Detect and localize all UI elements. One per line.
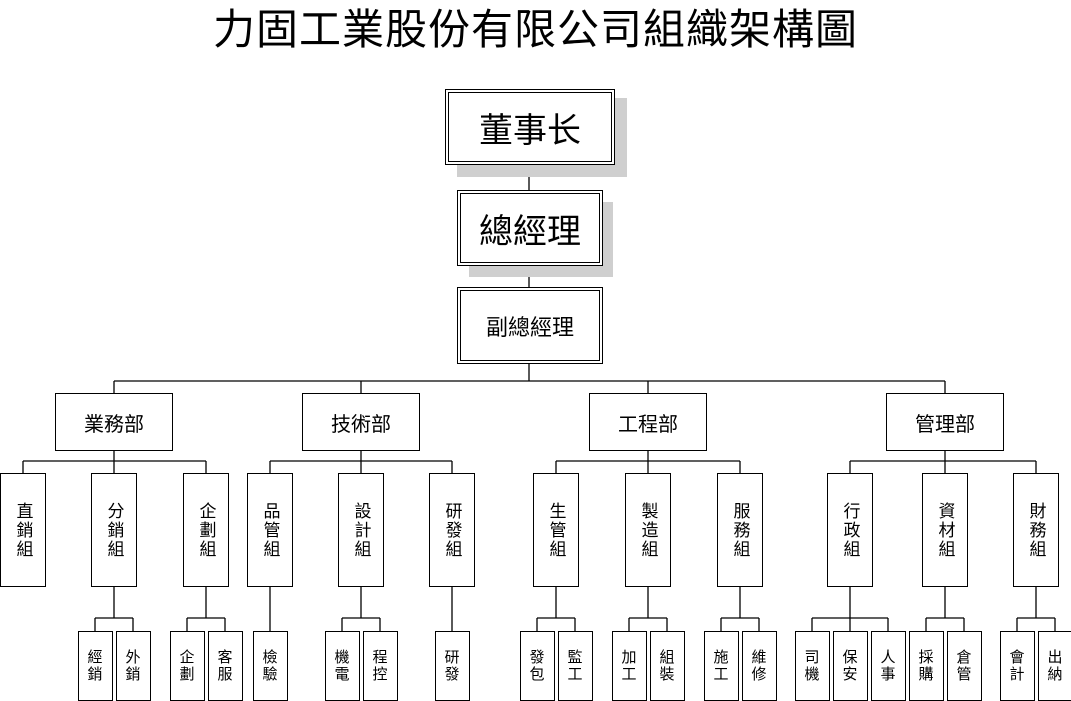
department-box[interactable]: 業務部: [55, 393, 173, 451]
gm-box[interactable]: 總經理: [457, 190, 603, 266]
unit-box[interactable]: 司機: [794, 631, 830, 701]
chairman-box[interactable]: 董事长: [445, 89, 615, 165]
group-box[interactable]: 品管組: [247, 473, 293, 587]
unit-box[interactable]: 保安: [832, 631, 868, 701]
unit-box[interactable]: 加工: [611, 631, 647, 701]
unit-box[interactable]: 企劃: [169, 631, 205, 701]
group-box[interactable]: 服務組: [717, 473, 763, 587]
unit-box[interactable]: 出納: [1037, 631, 1071, 701]
unit-box[interactable]: 檢驗: [252, 631, 288, 701]
unit-box[interactable]: 採購: [908, 631, 944, 701]
department-box[interactable]: 技術部: [302, 393, 420, 451]
unit-box[interactable]: 人事: [870, 631, 906, 701]
unit-box[interactable]: 會計: [999, 631, 1035, 701]
group-box[interactable]: 企劃組: [183, 473, 229, 587]
unit-box[interactable]: 外銷: [115, 631, 151, 701]
unit-box[interactable]: 經銷: [77, 631, 113, 701]
unit-box[interactable]: 發包: [519, 631, 555, 701]
group-box[interactable]: 分銷組: [91, 473, 137, 587]
unit-box[interactable]: 倉管: [946, 631, 982, 701]
unit-box[interactable]: 客服: [207, 631, 243, 701]
group-box[interactable]: 資材組: [922, 473, 968, 587]
group-box[interactable]: 設計組: [338, 473, 384, 587]
group-box[interactable]: 財務組: [1013, 473, 1059, 587]
group-box[interactable]: 生管組: [533, 473, 579, 587]
unit-box[interactable]: 施工: [703, 631, 739, 701]
unit-box[interactable]: 監工: [557, 631, 593, 701]
group-box[interactable]: 製造組: [625, 473, 671, 587]
group-box[interactable]: 研發組: [429, 473, 475, 587]
chart-title: 力固工業股份有限公司組織架構圖: [212, 5, 858, 54]
unit-box[interactable]: 程控: [362, 631, 398, 701]
unit-box[interactable]: 維修: [741, 631, 777, 701]
unit-box[interactable]: 機電: [324, 631, 360, 701]
unit-box[interactable]: 組裝: [649, 631, 685, 701]
department-box[interactable]: 工程部: [589, 393, 707, 451]
group-box[interactable]: 行政組: [827, 473, 873, 587]
department-box[interactable]: 管理部: [886, 393, 1004, 451]
vgm-box[interactable]: 副總經理: [457, 287, 603, 364]
group-box[interactable]: 直銷組: [0, 473, 46, 587]
unit-box[interactable]: 研發: [434, 631, 470, 701]
